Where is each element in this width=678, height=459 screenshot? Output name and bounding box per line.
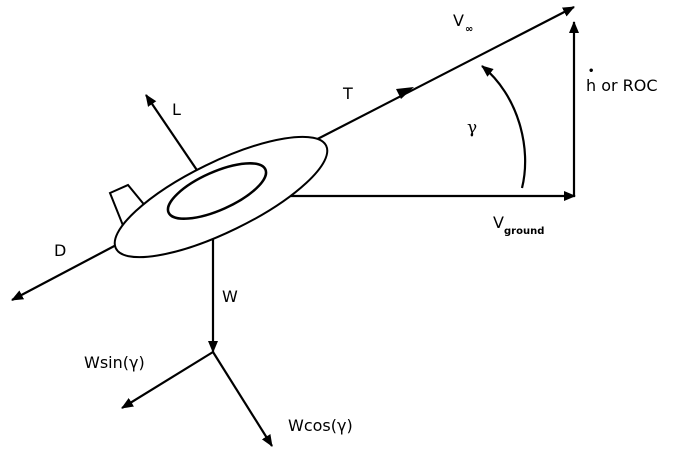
w-sin-gamma-label: Wsin(γ)	[84, 353, 145, 372]
gamma-angle-arc	[481, 65, 527, 189]
lift-arrow	[145, 94, 206, 183]
h-dot-marker: •	[588, 66, 594, 77]
lift-label: L	[172, 100, 181, 119]
v-ground-label: V	[493, 213, 504, 232]
v-ground-subscript: ground	[504, 226, 544, 237]
w-cos-gamma-label: Wcos(γ)	[288, 416, 353, 435]
aircraft-wing	[166, 162, 268, 220]
v-infinity-label: V	[453, 11, 464, 30]
gamma-label: γ	[467, 118, 477, 138]
drag-label: D	[54, 241, 66, 260]
flight-path-velocity-arrow	[299, 6, 575, 149]
w-cos-gamma-arrow	[212, 351, 273, 447]
thrust-label: T	[342, 84, 353, 103]
thrust-arrowhead	[396, 87, 414, 99]
v-infinity-subscript: ∞	[465, 24, 473, 35]
w-sin-gamma-arrow	[121, 351, 214, 409]
weight-label: W	[222, 287, 238, 306]
drag-arrow	[11, 242, 121, 301]
rate-of-climb-label: h or ROC	[586, 76, 658, 95]
